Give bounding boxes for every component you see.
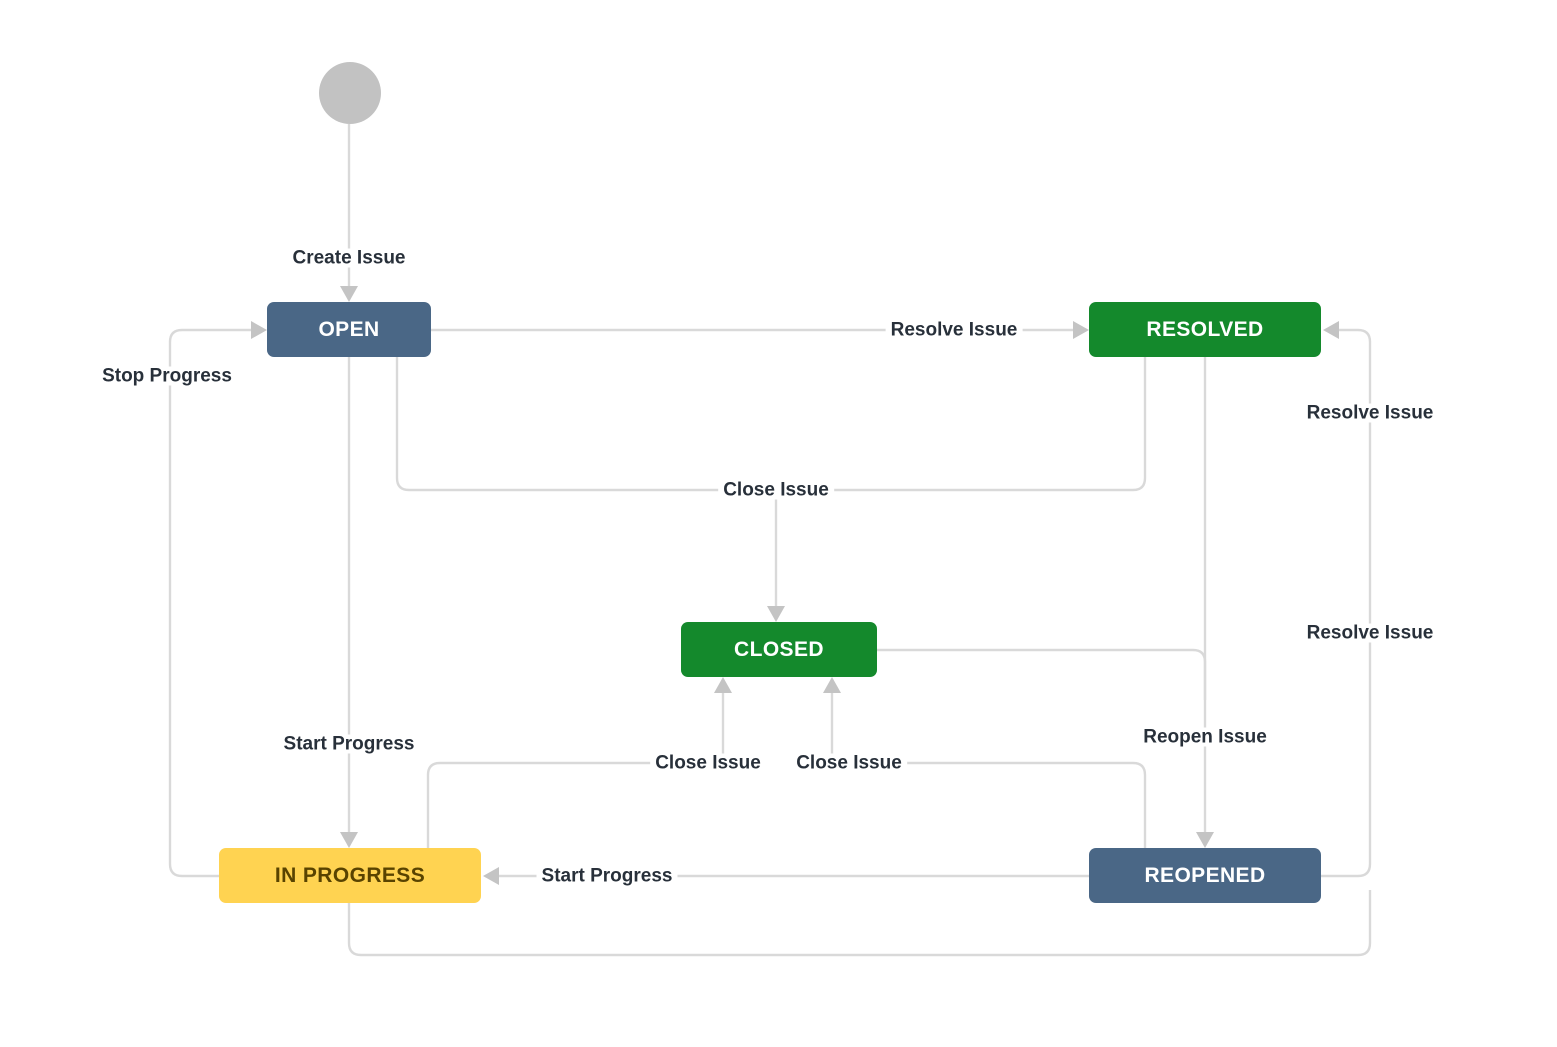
node-resolved[interactable]: RESOLVED [1089, 302, 1321, 357]
edge-in-progress-to-resolved [347, 890, 1372, 957]
arrowhead-in-progress-to-closed [714, 677, 732, 693]
node-closed-label: CLOSED [734, 638, 824, 661]
edge-label-reopen-issue: Reopen Issue [1138, 727, 1272, 747]
edge-label-resolve-issue-open: Resolve Issue [885, 320, 1023, 340]
arrowhead-open-to-resolved [1073, 321, 1089, 339]
arrowhead-reopened-to-closed [823, 677, 841, 693]
node-open[interactable]: OPEN [267, 302, 431, 357]
edge-closed-to-reopened [877, 648, 1207, 700]
arrowhead-reopened-to-in-progress [483, 867, 499, 885]
arrowhead-open-to-in-progress [340, 832, 358, 848]
node-reopened-label: REOPENED [1144, 864, 1266, 887]
edge-label-close-issue-right: Close Issue [791, 753, 907, 773]
node-closed[interactable]: CLOSED [681, 622, 877, 677]
node-reopened[interactable]: REOPENED [1089, 848, 1321, 903]
arrowhead-close-issue-to-closed [767, 606, 785, 622]
arrowheads [251, 286, 1339, 885]
arrowhead-in-progress-to-open [251, 321, 267, 339]
edge-label-resolve-issue-reopen-1: Resolve Issue [1301, 403, 1439, 423]
edge-label-start-progress-reopened: Start Progress [536, 866, 678, 886]
edge-reopened-to-closed [830, 693, 1147, 848]
arrowhead-start-to-open [340, 286, 358, 302]
edge-open-to-closed [395, 357, 778, 606]
edge-label-start-progress-open: Start Progress [278, 734, 420, 754]
node-in-progress[interactable]: IN PROGRESS [219, 848, 481, 903]
start-node[interactable] [319, 62, 381, 124]
arrowhead-resolve-issue-to-resolved [1323, 321, 1339, 339]
edge-resolved-to-closed [776, 357, 1147, 492]
edge-in-progress-to-open [168, 328, 251, 878]
node-open-label: OPEN [318, 318, 380, 341]
arrowhead-resolved-to-reopened [1196, 832, 1214, 848]
edge-label-close-issue-top: Close Issue [718, 480, 834, 500]
node-in-progress-label: IN PROGRESS [274, 864, 426, 887]
edge-label-stop-progress: Stop Progress [97, 366, 237, 386]
node-resolved-label: RESOLVED [1146, 318, 1264, 341]
edge-label-resolve-issue-reopen-2: Resolve Issue [1301, 623, 1439, 643]
edge-reopened-to-resolved [1321, 328, 1372, 878]
edge-label-close-issue-left: Close Issue [650, 753, 766, 773]
edge-in-progress-to-closed [426, 693, 725, 848]
edge-label-create-issue: Create Issue [287, 248, 411, 268]
